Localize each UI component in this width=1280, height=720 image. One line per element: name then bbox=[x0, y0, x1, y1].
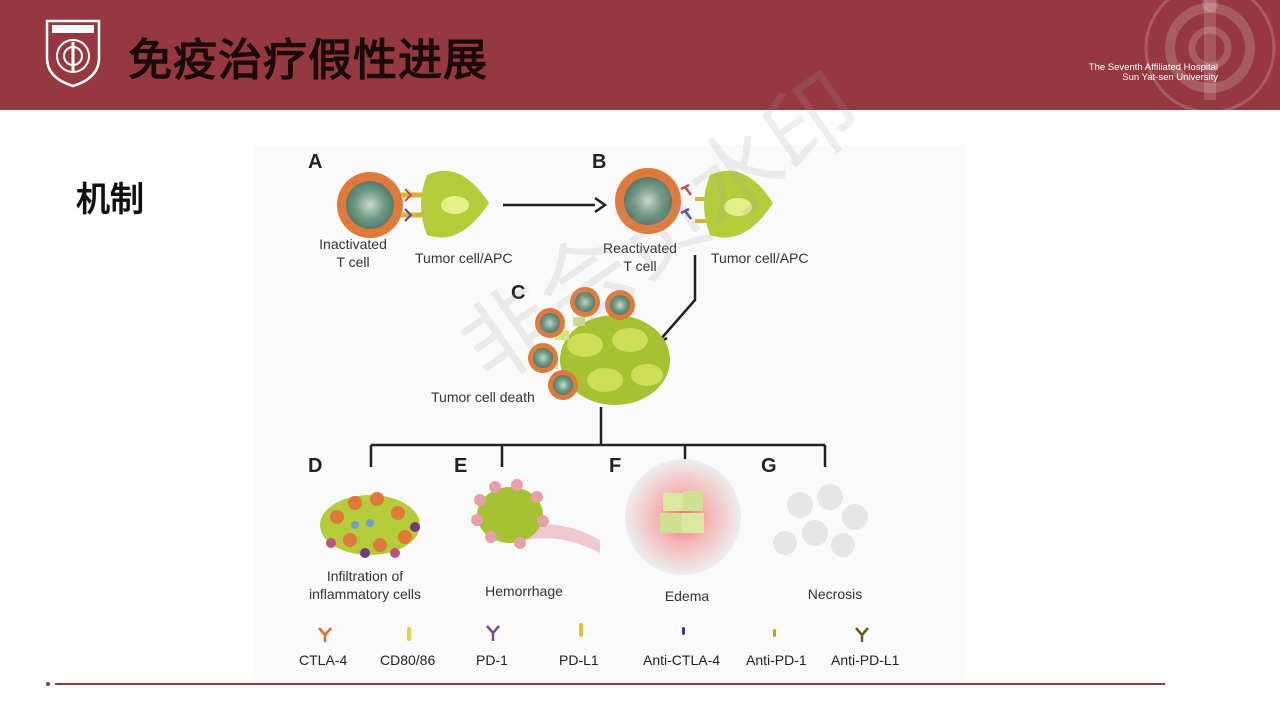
panel-label-g: G bbox=[761, 455, 777, 477]
legend-item: Anti-PD-1 bbox=[746, 652, 807, 668]
legend-item: Anti-PD-L1 bbox=[831, 652, 900, 668]
label-hemorrhage: Hemorrhage bbox=[485, 583, 563, 599]
branch-connector bbox=[369, 407, 827, 467]
label-t-cell-a: T cell bbox=[336, 254, 370, 270]
hospital-name-line1: The Seventh Affiliated Hospital bbox=[1088, 62, 1218, 73]
footer-dot bbox=[46, 682, 50, 686]
hospital-name-line2: Sun Yat-sen University bbox=[1122, 72, 1218, 83]
hemorrhage-illustration bbox=[471, 479, 600, 553]
mechanism-diagram bbox=[318, 168, 869, 642]
section-heading: 机制 bbox=[76, 180, 144, 220]
footer-divider bbox=[55, 683, 1165, 685]
label-tumor-apc-a: Tumor cell/APC bbox=[415, 250, 513, 266]
panel-label-b: B bbox=[592, 151, 607, 173]
tumor-cell-a bbox=[421, 170, 489, 238]
label-edema: Edema bbox=[664, 588, 710, 604]
mechanism-figure: A B C D E F G Inactivated T cell Tumor c… bbox=[255, 145, 965, 680]
hospital-name: The Seventh Affiliated Hospital Sun Yat-… bbox=[1089, 63, 1218, 83]
label-tumor-apc-b: Tumor cell/APC bbox=[711, 250, 809, 266]
panel-label-d: D bbox=[308, 455, 323, 477]
panel-label-c: C bbox=[511, 282, 526, 304]
receptor-pair-a bbox=[401, 188, 425, 222]
label-t-cell-b: T cell bbox=[623, 258, 657, 274]
arrow-a-to-b bbox=[503, 196, 608, 214]
necrosis-illustration bbox=[773, 484, 868, 557]
edema-illustration bbox=[625, 459, 741, 575]
panel-label-e: E bbox=[454, 455, 468, 477]
tumor-death-cluster bbox=[528, 287, 670, 405]
legend-item: Anti-CTLA-4 bbox=[643, 652, 721, 668]
label-inactivated: Inactivated bbox=[319, 236, 387, 252]
inflammatory-infiltration bbox=[320, 492, 420, 558]
header-bar: 免疫治疗假性进展 The Seventh Affiliated Hospital… bbox=[0, 0, 1280, 114]
label-reactivated: Reactivated bbox=[603, 240, 677, 256]
legend-icons bbox=[318, 623, 869, 642]
university-logo bbox=[45, 19, 101, 88]
inactivated-t-cell bbox=[337, 172, 403, 238]
label-tumor-cell-death: Tumor cell death bbox=[431, 389, 535, 405]
legend-item: PD-1 bbox=[476, 652, 508, 668]
tumor-cell-b bbox=[704, 170, 773, 238]
panel-label-f: F bbox=[609, 455, 622, 477]
hospital-emblem-watermark bbox=[1144, 0, 1276, 114]
legend-item: CD80/86 bbox=[380, 652, 436, 668]
legend-item: PD-L1 bbox=[559, 652, 599, 668]
label-infiltration-line1: Infiltration of bbox=[326, 568, 404, 584]
label-infiltration-line2: inflammatory cells bbox=[308, 586, 422, 602]
legend-item: CTLA-4 bbox=[299, 652, 348, 668]
panel-label-a: A bbox=[308, 151, 323, 173]
reactivated-t-cell bbox=[615, 168, 681, 234]
page-title: 免疫治疗假性进展 bbox=[128, 35, 488, 86]
label-necrosis: Necrosis bbox=[807, 586, 863, 602]
